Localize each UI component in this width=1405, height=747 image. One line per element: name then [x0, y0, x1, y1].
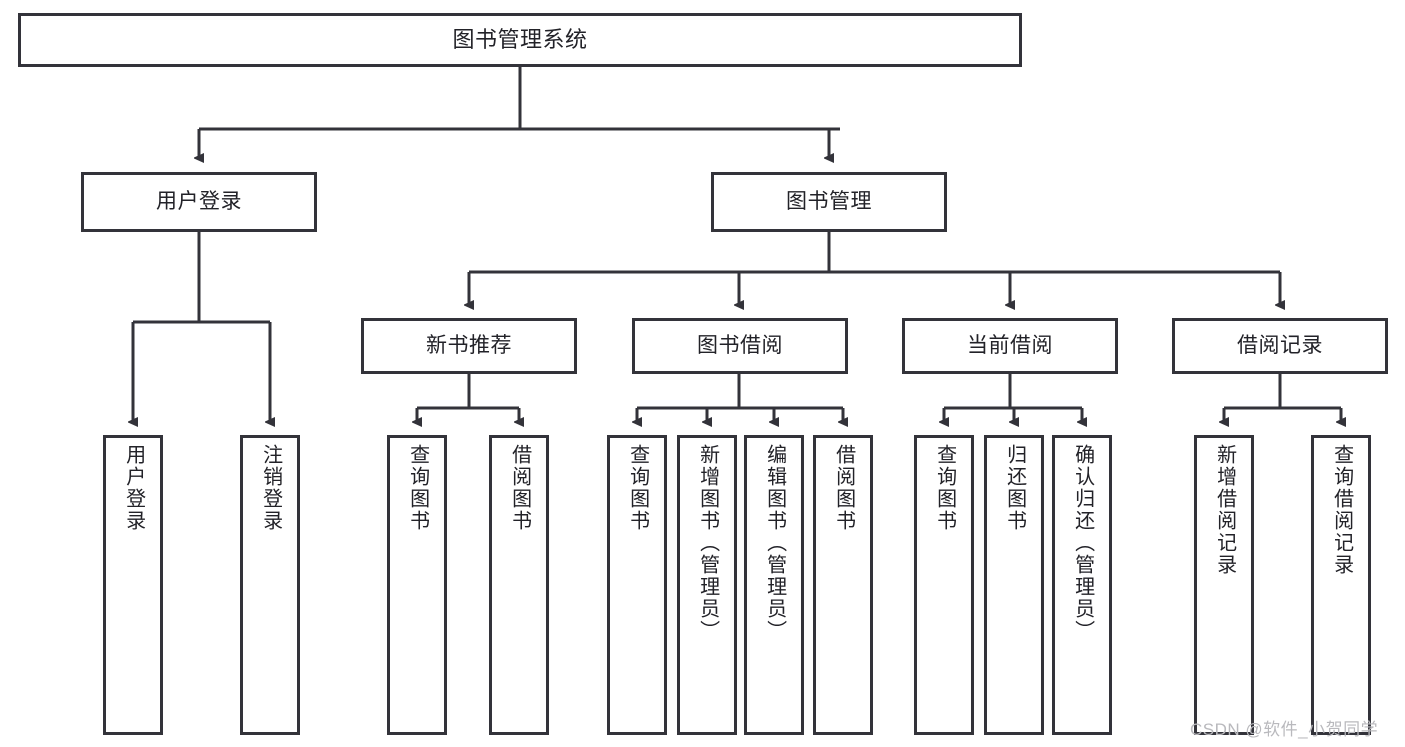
node-user-login[interactable]: 用户登录	[81, 172, 317, 232]
leaf-newbook-query-book[interactable]: 查询图书	[387, 435, 447, 735]
node-label: 新增图书（管理员）	[696, 444, 719, 642]
csdn-watermark: CSDN @软件_小贺同学	[1190, 720, 1379, 739]
node-root-system[interactable]: 图书管理系统	[18, 13, 1022, 67]
node-label: 查询借阅记录	[1330, 444, 1353, 576]
node-label: 用户登录	[156, 189, 242, 213]
node-label: 编辑图书（管理员）	[763, 444, 786, 642]
node-label: 图书管理系统	[452, 27, 588, 53]
leaf-user-login[interactable]: 用户登录	[103, 435, 163, 735]
leaf-borrow-borrow-book[interactable]: 借阅图书	[813, 435, 873, 735]
node-label: 图书管理	[786, 189, 872, 213]
leaf-current-confirm-return-admin[interactable]: 确认归还（管理员）	[1052, 435, 1112, 735]
node-label: 查询图书	[406, 444, 429, 532]
leaf-current-return-book[interactable]: 归还图书	[984, 435, 1044, 735]
leaf-borrow-add-book-admin[interactable]: 新增图书（管理员）	[677, 435, 737, 735]
node-label: 归还图书	[1003, 444, 1026, 532]
node-label: 借阅图书	[832, 444, 855, 532]
leaf-current-query-book[interactable]: 查询图书	[914, 435, 974, 735]
node-label: 新书推荐	[426, 333, 512, 357]
leaf-logout[interactable]: 注销登录	[240, 435, 300, 735]
leaf-newbook-borrow-book[interactable]: 借阅图书	[489, 435, 549, 735]
node-label: 确认归还（管理员）	[1071, 444, 1094, 642]
node-label: 当前借阅	[967, 333, 1053, 357]
leaf-borrow-edit-book-admin[interactable]: 编辑图书（管理员）	[744, 435, 804, 735]
node-label: 新增借阅记录	[1213, 444, 1236, 576]
node-label: 注销登录	[259, 444, 282, 532]
node-label: 借阅记录	[1237, 333, 1323, 357]
node-label: 查询图书	[626, 444, 649, 532]
node-borrow-record[interactable]: 借阅记录	[1172, 318, 1388, 374]
node-label: 图书借阅	[697, 333, 783, 357]
node-current-borrow[interactable]: 当前借阅	[902, 318, 1118, 374]
node-label: 用户登录	[122, 444, 145, 532]
leaf-record-query-borrow-record[interactable]: 查询借阅记录	[1311, 435, 1371, 735]
node-label: 借阅图书	[508, 444, 531, 532]
node-new-book-recommend[interactable]: 新书推荐	[361, 318, 577, 374]
node-label: 查询图书	[933, 444, 956, 532]
node-book-borrow[interactable]: 图书借阅	[632, 318, 848, 374]
leaf-record-add-borrow-record[interactable]: 新增借阅记录	[1194, 435, 1254, 735]
leaf-borrow-query-book[interactable]: 查询图书	[607, 435, 667, 735]
node-book-management[interactable]: 图书管理	[711, 172, 947, 232]
